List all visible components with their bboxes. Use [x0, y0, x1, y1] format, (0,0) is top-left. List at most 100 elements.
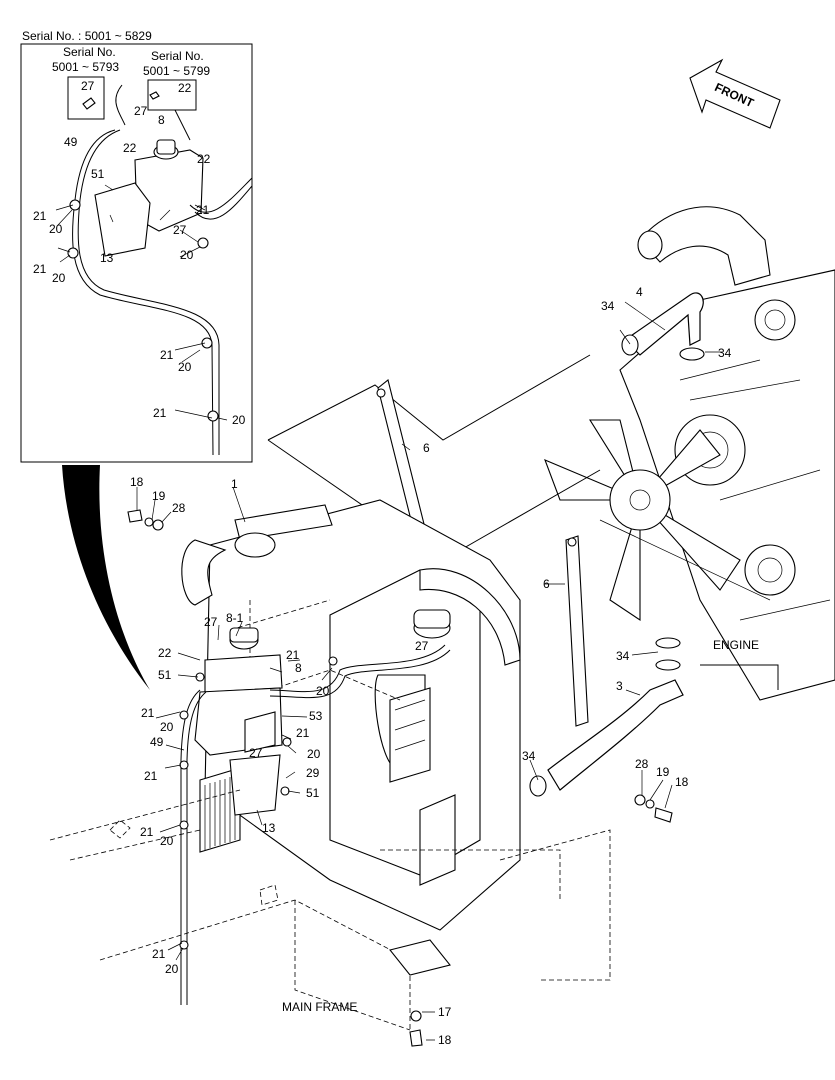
- intake-pipe-end: [637, 230, 663, 260]
- hose-clamp-34: [655, 637, 681, 649]
- inset-part27-box: [67, 76, 105, 120]
- inset-clamp: [207, 410, 219, 422]
- frame-mount-pad: [389, 939, 451, 976]
- main-frame-label: MAIN FRAME: [282, 1000, 357, 1014]
- callout-number: 21: [160, 348, 174, 362]
- inset-serial-b-range: 5001 ~ 5799: [143, 64, 210, 78]
- callout-number: 49: [64, 135, 78, 149]
- radiator-inlet-pipe: [181, 539, 227, 606]
- hose-clamp-20: [179, 710, 189, 720]
- callout-number: 21: [286, 648, 300, 662]
- callout-number: 8-1: [226, 611, 244, 625]
- callout-number: 22: [158, 646, 172, 660]
- inset-pointer-arrow: [62, 465, 150, 690]
- callout-number: 27: [134, 104, 148, 118]
- front-direction-arrow: FRONT: [689, 58, 781, 129]
- main-frame: [49, 789, 611, 1047]
- screw-icon: [149, 91, 160, 100]
- fan-hub: [609, 469, 671, 531]
- engine-intake-pipe: [639, 206, 771, 286]
- radiator-bracket: [419, 794, 456, 886]
- engine-label: ENGINE: [713, 638, 759, 652]
- callout-number: 22: [123, 141, 137, 155]
- reservoir-tank-assembly: [179, 627, 451, 1005]
- bolt-18: [409, 1029, 423, 1047]
- inset-hose-to-radiator: [189, 177, 253, 213]
- callout-number: 20: [52, 271, 66, 285]
- inset-overflow-hose-outer: [77, 129, 220, 455]
- callout-number: 34: [616, 649, 630, 663]
- radiator-cap-body: [413, 609, 451, 629]
- engine-pulley-top: [754, 299, 796, 341]
- inset-part22-box: [147, 79, 197, 111]
- callout-number: 1: [231, 477, 238, 491]
- callout-number: 20: [49, 222, 63, 236]
- callout-number: 17: [438, 1005, 452, 1019]
- callout-number: 3: [616, 679, 623, 693]
- callout-number: 34: [522, 749, 536, 763]
- callout-number: 34: [718, 346, 732, 360]
- callout-number: 18: [675, 775, 689, 789]
- callout-number: 21: [296, 726, 310, 740]
- callout-number: 21: [196, 203, 210, 217]
- callout-number: 28: [635, 757, 649, 771]
- hose-clamp-34: [529, 775, 547, 797]
- callout-number: 20: [165, 962, 179, 976]
- callout-number: 8: [295, 661, 302, 675]
- reservoir-hose-to-radiator: [269, 644, 446, 693]
- callout-number: 13: [262, 821, 276, 835]
- callout-number: 27: [81, 79, 95, 93]
- radiator-outlet: [234, 532, 276, 558]
- fan-shroud: [419, 568, 521, 666]
- radiator-assembly: [181, 354, 601, 931]
- callout-number: 13: [100, 251, 114, 265]
- inset-serial-a-title: Serial No.: [63, 45, 116, 59]
- inset-cap-top: [156, 139, 176, 155]
- stay-rod-6: [565, 535, 589, 727]
- washer-17: [410, 1010, 422, 1022]
- callout-number: 6: [423, 441, 430, 455]
- callout-number: 21: [140, 825, 154, 839]
- hose-clamp-20: [179, 940, 189, 950]
- callout-number: 21: [152, 947, 166, 961]
- callout-number: 20: [178, 360, 192, 374]
- inset-bracket: [94, 182, 151, 257]
- hose-clamp-20: [328, 656, 338, 666]
- cooling-fan: [544, 419, 741, 622]
- callout-number: 19: [656, 765, 670, 779]
- callout-number: 27: [204, 615, 218, 629]
- bolt-set-right: [634, 794, 673, 823]
- inset-overflow-hose: [72, 129, 214, 456]
- bracket-13: [229, 754, 281, 816]
- inset-serial-b-title: Serial No.: [151, 49, 204, 63]
- inset-detail: Serial No. 5001 ~ 5793 Serial No. 5001 ~…: [20, 43, 253, 463]
- hose-clamp-20: [179, 760, 189, 770]
- serial-range-header: Serial No. : 5001 ~ 5829: [22, 29, 152, 43]
- inset-serial-a-range: 5001 ~ 5793: [52, 60, 119, 74]
- callout-number: 20: [316, 684, 330, 698]
- reservoir-tank-8: [204, 654, 283, 693]
- callout-number: 20: [180, 248, 194, 262]
- callout-number: 53: [309, 709, 323, 723]
- callout-number: 20: [307, 747, 321, 761]
- callout-number: 18: [130, 475, 144, 489]
- callout-number: 22: [197, 152, 211, 166]
- callout-number: 51: [91, 167, 105, 181]
- callout-number: 51: [306, 786, 320, 800]
- inset-clamp: [197, 237, 209, 249]
- hose-clamp-34: [655, 659, 681, 671]
- callout-number: 18: [438, 1033, 452, 1047]
- inset-frame: [20, 43, 253, 463]
- callout-number: 21: [144, 769, 158, 783]
- bolt-icon: [82, 97, 96, 110]
- hose-clamp-34: [679, 347, 705, 361]
- callout-number: 27: [173, 223, 187, 237]
- hidden-line: [239, 669, 401, 701]
- callout-number: 20: [160, 834, 174, 848]
- callout-number: 51: [158, 668, 172, 682]
- callout-number: 49: [150, 735, 164, 749]
- inset-clamp: [201, 337, 213, 349]
- callout-number: 27: [415, 639, 429, 653]
- callout-number: 20: [160, 720, 174, 734]
